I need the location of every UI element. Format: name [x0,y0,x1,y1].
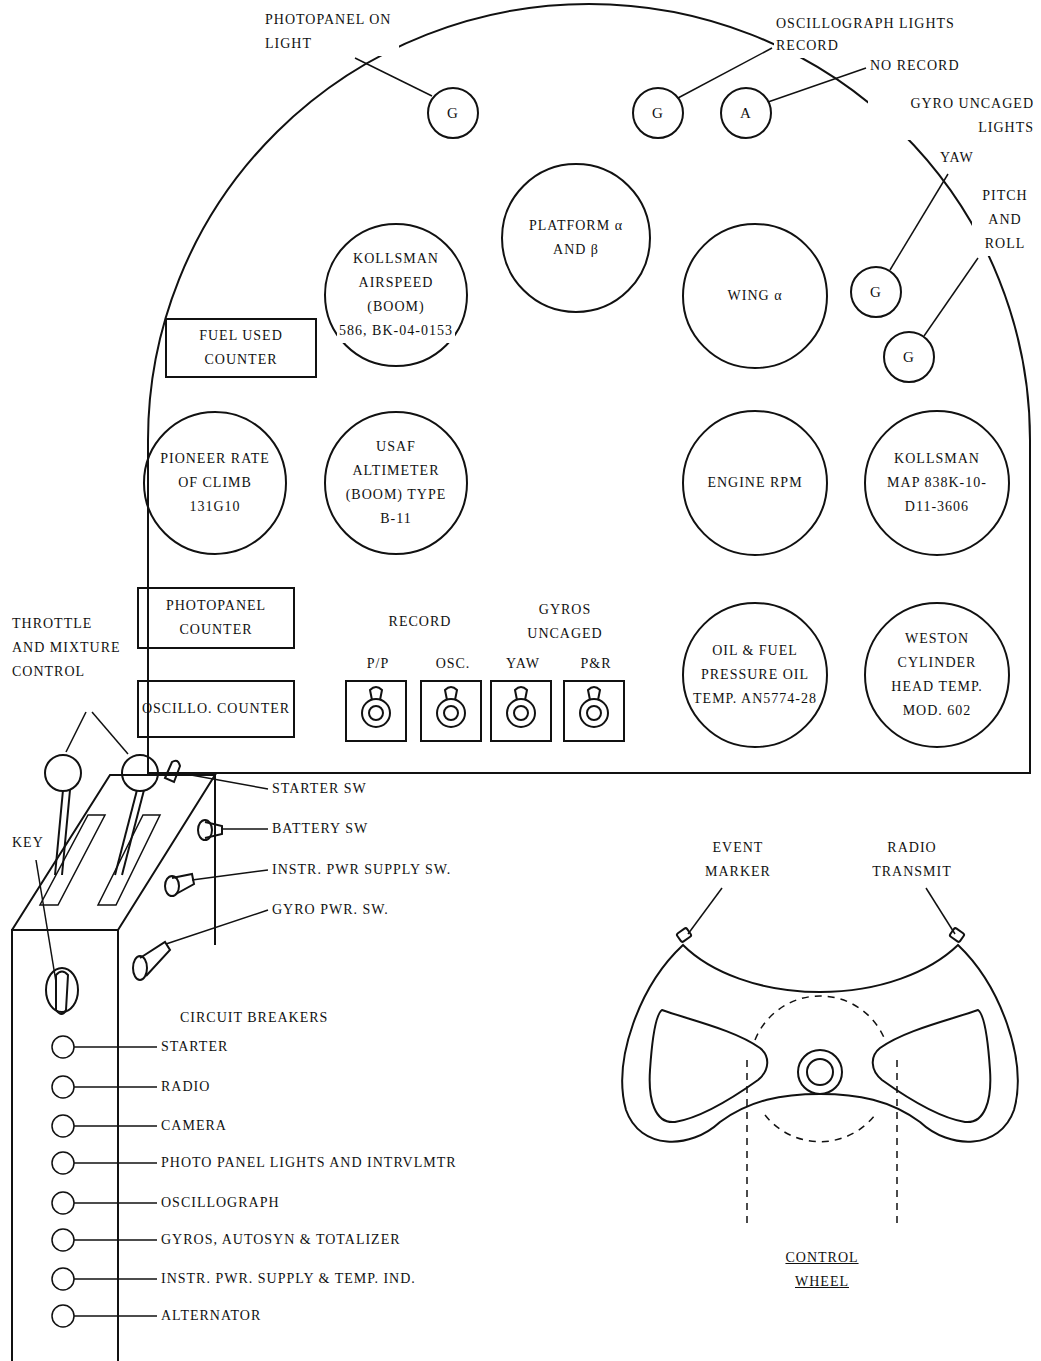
callout-label: OSCILLOGRAPH LIGHTS [774,12,957,36]
gauge-dial: KOLLSMAN AIRSPEED (BOOM)586, BK-04-0153 [324,223,468,367]
switch-label: P&R [566,652,626,676]
instrument-label: KOLLSMAN AIRSPEED (BOOM) [337,247,455,319]
callout-label: GYRO PWR. SW. [270,898,391,922]
instrument-label: A [726,101,766,125]
instrument-label: WESTON CYLINDER HEAD TEMP. MOD. 602 [875,627,999,723]
callout-label: EVENT MARKER [690,836,786,884]
indicator-light: A [720,87,772,139]
dial-outline [324,223,468,367]
counter-box: OSCILLO. COUNTER [137,680,295,738]
gauge-dial: KOLLSMAN MAP 838K-10-D11-3606 [864,410,1010,556]
instrument-label: G [856,280,896,304]
instrument-label: FUEL USED COUNTER [167,324,315,372]
indicator-light: G [850,266,902,318]
indicator-light: G [427,87,479,139]
gauge-dial: PLATFORM α AND β [501,163,651,313]
control-wheel [622,927,1017,1225]
heading-label: CIRCUIT BREAKERS [178,1006,330,1030]
breaker-label: OSCILLOGRAPH [159,1191,282,1215]
circuit-breakers [52,1036,157,1327]
instrument-label: WING α [696,284,814,308]
callout-label: INSTR. PWR SUPPLY SW. [270,858,453,882]
breaker-label: ALTERNATOR [159,1304,263,1328]
instrument-label: PLATFORM α AND β [517,214,635,262]
callout-label: RECORD [774,34,841,58]
callout-label: PHOTOPANEL ON LIGHT [263,8,399,56]
dial-outline [864,602,1010,748]
switch-label: OSC. [423,652,483,676]
breaker-label: INSTR. PWR. SUPPLY & TEMP. IND. [159,1267,418,1291]
gauge-dial: WESTON CYLINDER HEAD TEMP. MOD. 602 [864,602,1010,748]
callout-label: RADIO TRANSMIT [850,836,974,884]
instrument-label: PHOTOPANEL COUNTER [139,594,293,642]
instrument-label: G [889,345,929,369]
leader-lines [36,48,978,982]
callout-label: BATTERY SW [270,817,370,841]
gauge-dial: PIONEER RATE OF CLIMB 131G10 [143,411,287,555]
breaker-label: STARTER [159,1035,230,1059]
breaker-label: CAMERA [159,1114,229,1138]
instrument-label: KOLLSMAN MAP 838K-10-D11-3606 [877,447,997,519]
dial-outline [501,163,651,313]
indicator-light: G [883,331,935,383]
callout-label: STARTER SW [270,777,369,801]
gauge-dial: WING α [682,223,828,369]
callout-label: YAW [938,146,976,170]
instrument-label: PIONEER RATE OF CLIMB 131G10 [160,447,270,519]
instrument-label: OSCILLO. COUNTER [142,697,290,721]
part-number: 586, BK-04-0153 [337,319,455,343]
breaker-label: GYROS, AUTOSYN & TOTALIZER [159,1228,403,1252]
switch-label: P/P [352,652,404,676]
instrument-label: USAF ALTIMETER (BOOM) TYPE B-11 [337,435,455,531]
panel-label: GYROS UNCAGED [505,598,625,646]
callout-label: NO RECORD [868,54,962,78]
toggle-switches [346,681,624,741]
counter-box: FUEL USED COUNTER [165,318,317,378]
caption-label: CONTROL WHEEL [765,1246,879,1294]
counter-box: PHOTOPANEL COUNTER [137,587,295,649]
indicator-light: G [632,87,684,139]
instrument-label: ENGINE RPM [700,471,810,495]
callout-label: THROTTLE AND MIXTURE CONTROL [10,612,126,684]
dial-outline [324,411,468,555]
instrument-label: G [433,101,473,125]
instrument-label: G [638,101,678,125]
gauge-dial: USAF ALTIMETER (BOOM) TYPE B-11 [324,411,468,555]
callout-label: PITCH AND ROLL [972,184,1038,256]
callout-label: GYRO UNCAGED LIGHTS [868,92,1036,140]
breaker-label: RADIO [159,1075,212,1099]
panel-label: RECORD [370,610,470,634]
switch-label: YAW [493,652,553,676]
gauge-dial: ENGINE RPM [682,410,828,556]
instrument-label: OIL & FUEL PRESSURE OIL TEMP. AN5774-28 [693,639,817,711]
gauge-dial: OIL & FUEL PRESSURE OIL TEMP. AN5774-28 [682,602,828,748]
breaker-label: PHOTO PANEL LIGHTS AND INTRVLMTR [159,1151,459,1175]
callout-label: KEY [10,831,46,855]
